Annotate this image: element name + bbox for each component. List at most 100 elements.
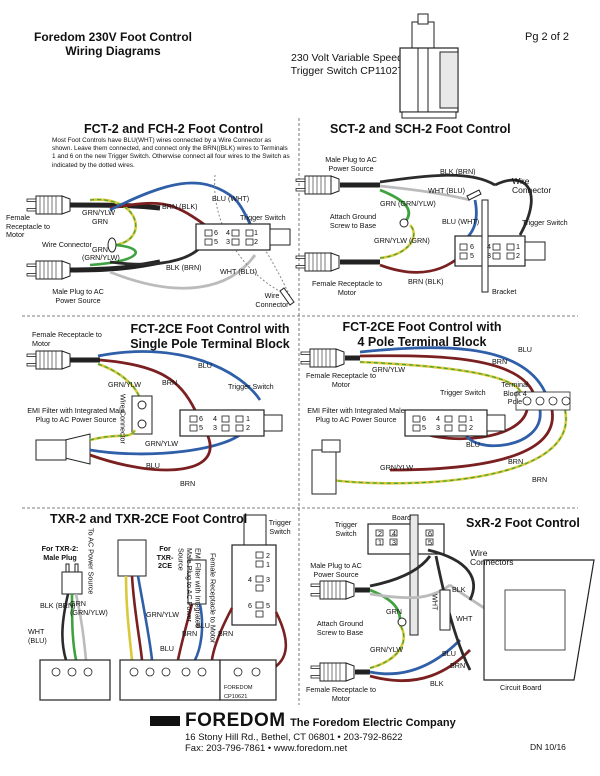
p6-term-1: 1 [378,538,382,547]
panel-5-title: TXR-2 and TXR-2CE Foot Control [50,512,248,526]
p2-term-6: 6 [470,242,474,251]
foredom-logo-mark [150,716,180,726]
panel-2-diagram [295,173,546,293]
panel-6-title: SxR-2 Foot Control [466,516,580,530]
p6-wire-connectors: Wire Connectors [470,548,514,567]
p4-brn: BRN [492,357,508,366]
p6-blk-2: BLK [430,679,444,688]
footer-company: The Foredom Electric Company [290,717,456,729]
p1-wire-connector-1: Wire Connector [42,240,92,249]
p4-term-2: 2 [469,423,473,432]
panel-6-diagram [310,514,595,682]
panel-3-title: FCT-2CE Foot Control with Single Pole Te… [120,322,300,352]
p4-brn-2: BRN [508,457,524,466]
p4-female-receptacle: Female Receptacle to Motor [306,371,376,389]
p1-term-2: 2 [254,237,258,246]
p3-term-3: 3 [213,423,217,432]
p2-blk-brn: BLK (BRN) [440,167,476,176]
p5-term-1: 1 [266,560,270,569]
p2-term-5: 5 [470,251,474,260]
p6-grn: GRN [386,607,402,616]
p6-board: Board [392,513,412,522]
p1-blu-wht: BLU (WHT) [212,194,250,203]
p1-grn-1: GRN [92,217,108,226]
p2-term-1: 1 [516,242,520,251]
panel-4-title-line1: FCT-2CE Foot Control with [342,320,502,334]
p5-term-3: 3 [266,575,270,584]
p1-term-1: 1 [254,228,258,237]
p2-blu-wht: BLU (WHT) [442,217,480,226]
p1-trigger-switch: Trigger Switch [240,213,286,222]
panel-1-diagram [26,174,295,306]
panel-dividers [22,118,578,705]
p6-blk-1: BLK [452,585,466,594]
p3-female-receptacle: Female Receptacle to Motor [32,330,102,348]
doc-number: DN 10/16 [530,742,566,752]
p3-brn-2: BRN [180,479,196,488]
p2-term-4: 4 [487,242,491,251]
panel-2-title: SCT-2 and SCH-2 Foot Control [330,122,511,136]
p5-female-receptacle: Female Receptacle to Motor [208,553,218,644]
p5-foredom-cp: FOREDOM CP10621 [224,685,253,700]
p1-female-receptacle: Female Receptacle to Motor [6,213,50,239]
p5-trigger-switch: Trigger Switch [268,518,292,536]
p5-to-ac-power: To AC Power Source [86,528,96,595]
p2-male-plug: Male Plug to AC Power Source [325,155,377,173]
panel-1-note: Most Foot Controls have BLU(WHT) wires c… [52,137,290,169]
p5-blu-2: BLU [160,644,174,653]
p1-wht-blu: WHT (BLU) [220,267,258,276]
p1-grn-ylw-paren: (GRN/YLW) [82,253,120,262]
p1-grn-2: GRN [92,245,108,254]
p5-grn-grn-ylw: GRN (GRN/YLW) [70,599,108,617]
p6-wht-1: WHT [430,594,440,611]
p2-brn-blk: BRN (BLK) [408,277,444,286]
p4-brn-3: BRN [532,475,548,484]
p1-grn-ylw: GRN/YLW [82,208,116,217]
p5-brn-2: BRN [218,629,234,638]
footer: FOREDOM The Foredom Electric Company 16 … [185,710,485,754]
header-title: Foredom 230V Foot Control Wiring Diagram… [28,30,198,58]
p2-grn-grn-ylw: GRN (GRN/YLW) [380,199,436,208]
switch-caption-line1: 230 Volt Variable Speed [291,52,403,64]
p6-term-4: 4 [392,529,396,538]
p3-blu: BLU [198,361,212,370]
footer-fax: Fax: 203-796-7861 • www.foredom.net [185,743,348,754]
p5-term-2: 2 [266,551,270,560]
p3-term-4: 4 [213,414,217,423]
p4-emi-filter: EMI Filter with Integrated Male Plug to … [307,406,405,424]
p3-term-2: 2 [246,423,250,432]
panel-4-title: FCT-2CE Foot Control with 4 Pole Termina… [322,320,522,350]
p5-txr2ce: For TXR-2CE [156,544,174,570]
p4-grn-ylw: GRN/YLW [372,365,406,374]
p1-blk-brn: BLK (BRN) [166,263,202,272]
p3-term-6: 6 [199,414,203,423]
title-line2: Wiring Diagrams [65,44,161,58]
panel-3-diagram [26,350,283,472]
p4-trigger-switch: Trigger Switch [440,388,486,397]
p3-term-5: 5 [199,423,203,432]
p2-grn-ylw-grn: GRN/YLW (GRN) [374,236,430,245]
p3-blu-2: BLU [146,461,160,470]
p6-blu: BLU [442,649,456,658]
p3-emi-filter: EMI Filter with Integrated Male Plug to … [27,406,125,424]
p1-term-5: 5 [214,237,218,246]
p1-brn-blk: BRN (BLK) [162,202,198,211]
p1-term-4: 4 [226,228,230,237]
p4-blu-2: BLU [466,440,480,449]
p4-terminal-block: Terminal Block 4 Pole [501,380,529,406]
panel-3-title-line2: Single Pole Terminal Block [130,337,290,351]
p2-bracket: Bracket [492,287,517,296]
trigger-switch-image [399,13,459,119]
p3-grn-ylw: GRN/YLW [108,380,142,389]
p3-trigger-switch: Trigger Switch [228,382,274,391]
p6-term-5: 5 [428,538,432,547]
p2-attach-ground: Attach Ground Screw to Base [329,212,377,230]
p3-brn-1: BRN [162,378,178,387]
p5-blu-1: BLU [196,621,210,630]
p6-female-receptacle: Female Receptacle to Motor [306,685,376,703]
p4-grn-ylw-2: GRN/YLW [380,463,414,472]
p3-wire-connector: Wire Connector [118,394,128,444]
p1-term-3: 3 [226,237,230,246]
p2-wht-blu: WHT (BLU) [428,186,466,195]
